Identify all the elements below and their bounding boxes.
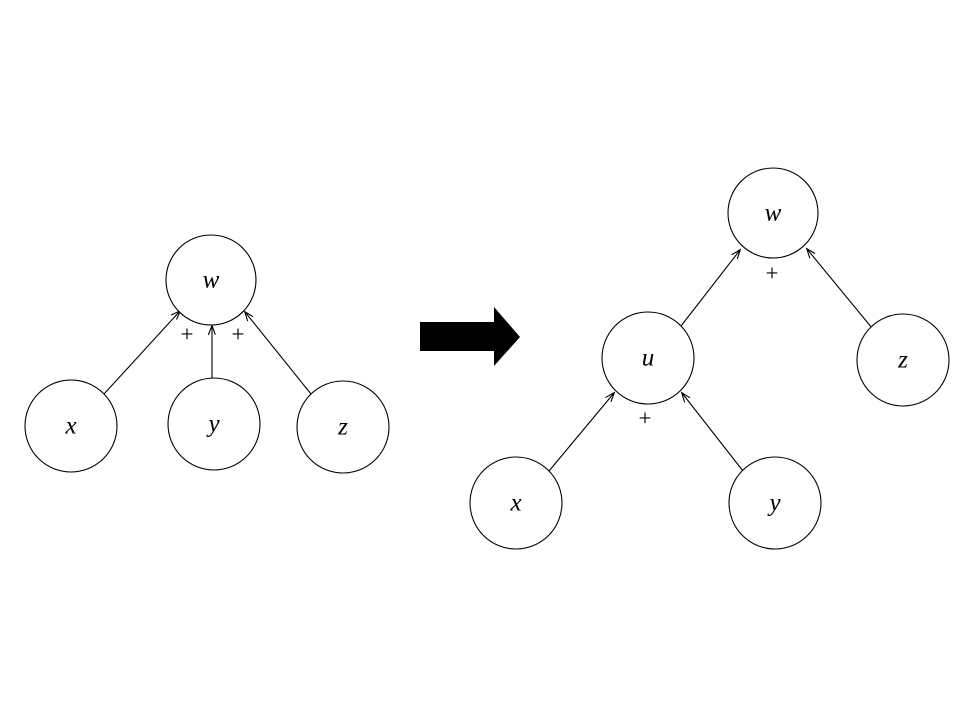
after-node-w[interactable]: w (727, 167, 819, 259)
after-graph-edges (548, 249, 873, 472)
right-block-arrow-icon (420, 307, 520, 366)
before-node-y[interactable]: y (167, 377, 261, 471)
after-node-u-circle[interactable] (601, 311, 695, 405)
before-node-z-circle[interactable] (296, 380, 390, 474)
before-edge-x-to-w (103, 311, 180, 395)
before-graph-operators: ++ (181, 322, 245, 347)
before-node-w-label: w (203, 267, 220, 294)
after-node-y-circle[interactable] (728, 456, 822, 550)
after-node-u-label: u (642, 345, 655, 372)
after-node-z-circle[interactable] (856, 313, 950, 407)
after-node-u[interactable]: u (601, 311, 695, 405)
after-node-w-label: w (765, 200, 782, 227)
after-operator-label: + (639, 406, 652, 431)
after-node-x-circle[interactable] (469, 456, 563, 550)
after-edge-z-to-w (807, 249, 873, 329)
before-node-y-label: y (205, 411, 220, 438)
after-edge-x-to-u (548, 393, 614, 472)
before-graph-edges (103, 311, 312, 395)
after-operator-label: + (766, 261, 779, 286)
before-node-x-circle[interactable] (24, 379, 118, 473)
after-node-z[interactable]: z (856, 313, 950, 407)
after-edge-y-to-u (682, 393, 744, 472)
after-node-w-circle[interactable] (727, 167, 819, 259)
before-node-z[interactable]: z (296, 380, 390, 474)
before-operator-label: + (232, 322, 245, 347)
after-node-x-label: x (509, 490, 521, 517)
before-node-w[interactable]: w (165, 234, 257, 326)
before-edge-z-to-w (245, 312, 312, 395)
after-graph-nodes: w u z x y (469, 167, 950, 550)
after-node-y-label: y (766, 490, 781, 517)
before-node-w-circle[interactable] (165, 234, 257, 326)
after-edge-u-to-w (680, 250, 740, 327)
before-node-x[interactable]: x (24, 379, 118, 473)
after-node-y[interactable]: y (728, 456, 822, 550)
before-graph-nodes: w x y z (24, 234, 390, 474)
before-node-y-circle[interactable] (167, 377, 261, 471)
after-graph-operators: ++ (639, 261, 779, 431)
after-node-x[interactable]: x (469, 456, 563, 550)
transition-arrow (420, 307, 520, 366)
before-node-x-label: x (64, 413, 76, 440)
before-node-z-label: z (337, 414, 348, 441)
after-node-z-label: z (897, 347, 908, 374)
before-operator-label: + (181, 322, 194, 347)
